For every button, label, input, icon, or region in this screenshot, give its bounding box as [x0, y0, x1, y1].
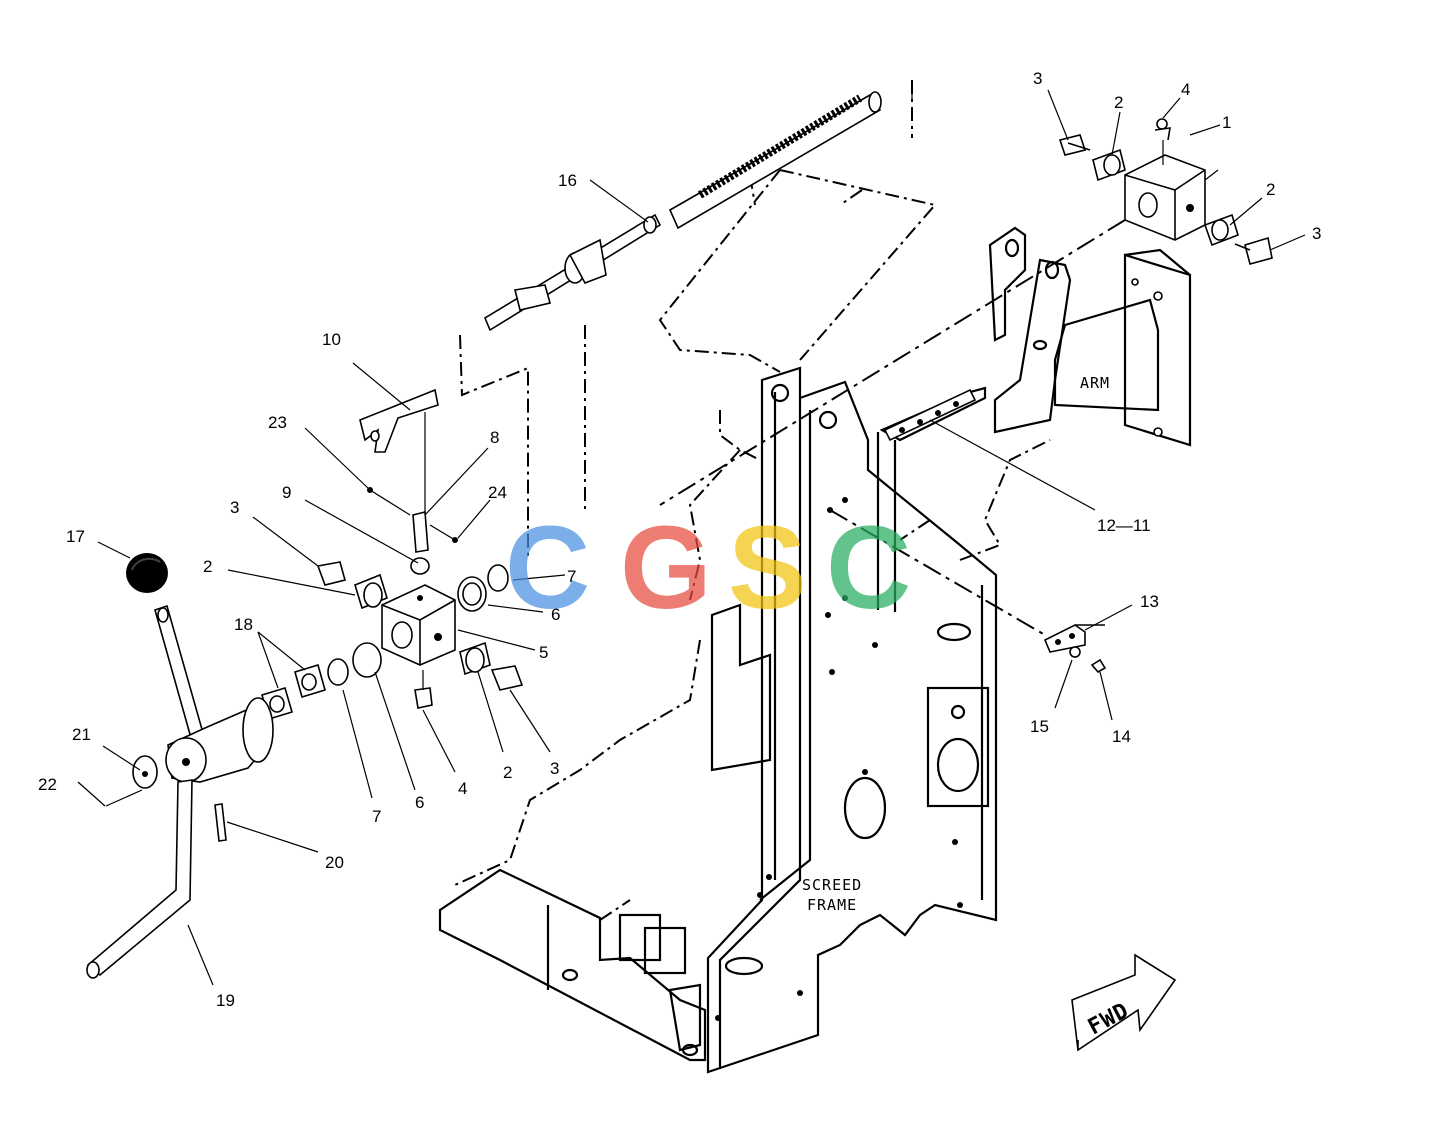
callout-4-top: 4 — [1181, 80, 1190, 99]
callout-3-left: 3 — [230, 498, 239, 517]
callout-1: 1 — [1222, 113, 1231, 132]
hidden-lines — [454, 80, 1051, 921]
watermark-letter-3: S — [728, 502, 807, 634]
callout-24: 24 — [488, 483, 507, 502]
callout-22: 22 — [38, 775, 57, 794]
callout-12-11: 12—11 — [1097, 516, 1151, 535]
block-assembly-center — [261, 388, 524, 721]
callout-6-upper: 6 — [551, 605, 560, 624]
watermark-letter-1: C — [505, 502, 590, 634]
callout-4-lower: 4 — [458, 779, 467, 798]
callout-23: 23 — [268, 413, 287, 432]
watermark-letter-2: G — [620, 502, 712, 634]
callout-5: 5 — [539, 643, 548, 662]
callout-3-lower: 3 — [550, 759, 559, 778]
fwd-arrow: FWD — [1071, 953, 1177, 1052]
label-screed-line2: FRAME — [807, 896, 857, 914]
callout-21: 21 — [72, 725, 91, 744]
callout-15: 15 — [1030, 717, 1049, 736]
callout-17: 17 — [66, 527, 85, 546]
callout-2-top: 2 — [1114, 93, 1123, 112]
callout-3-right: 3 — [1312, 224, 1321, 243]
callout-2-left: 2 — [203, 557, 212, 576]
callout-10: 10 — [322, 330, 341, 349]
block-assembly-top-right — [659, 118, 1273, 506]
arm-bracket: ARM — [993, 248, 1192, 447]
callout-numbers: 1 2 2 3 3 4 16 10 23 8 24 9 3 17 2 7 6 5… — [38, 69, 1321, 1010]
watermark-letter-4: C — [826, 502, 911, 634]
cgsc-watermark: C G S C — [505, 502, 911, 634]
clip-13 — [827, 507, 1107, 674]
callout-16: 16 — [558, 171, 577, 190]
callout-2-right: 2 — [1266, 180, 1275, 199]
callout-3-top: 3 — [1033, 69, 1042, 88]
callout-2-lower: 2 — [503, 763, 512, 782]
callout-14: 14 — [1112, 727, 1131, 746]
plate-12-11 — [883, 388, 1096, 511]
leader-lines — [77, 89, 1306, 986]
callout-9: 9 — [282, 483, 291, 502]
callout-7-upper: 7 — [567, 567, 576, 586]
callout-20: 20 — [325, 853, 344, 872]
callout-13: 13 — [1140, 592, 1159, 611]
callout-7-lower: 7 — [372, 807, 381, 826]
callout-6-lower: 6 — [415, 793, 424, 812]
callout-19: 19 — [216, 991, 235, 1010]
label-arm: ARM — [1080, 374, 1110, 392]
label-screed-line1: SCREED — [802, 876, 862, 894]
screed-frame — [438, 226, 1027, 1074]
callout-18: 18 — [234, 615, 253, 634]
lever-assembly-19 — [86, 553, 274, 979]
callout-8: 8 — [490, 428, 499, 447]
rod-assembly-16 — [483, 80, 913, 332]
